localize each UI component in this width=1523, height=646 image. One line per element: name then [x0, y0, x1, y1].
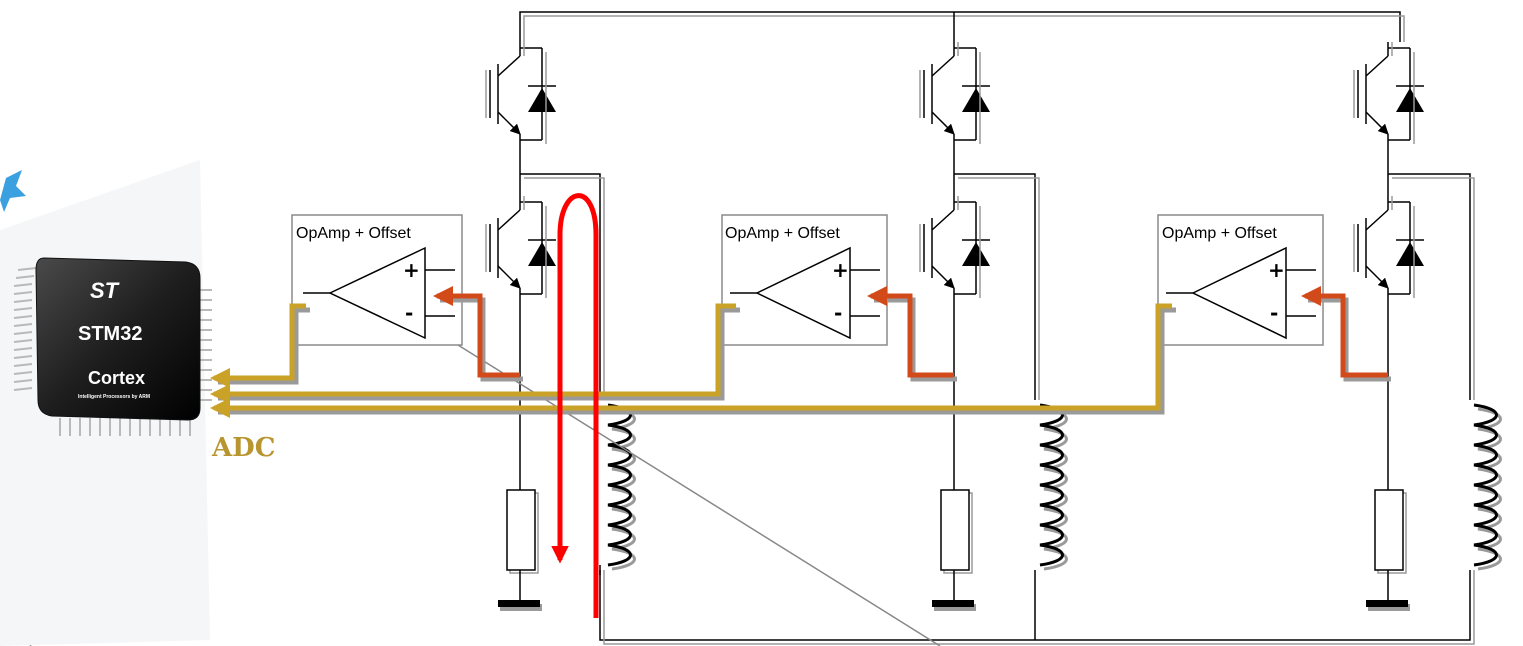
igbt-high-side-2	[920, 42, 990, 146]
mcu-core: Cortex	[88, 368, 145, 388]
phase-leg-3	[1354, 42, 1502, 611]
mcu-tagline: Intelligent Processors by ARM	[78, 394, 150, 400]
ground-icon	[498, 600, 542, 611]
logo-fragment-icon	[0, 170, 26, 212]
opamp-block-3: OpAmp + Offset + -	[1157, 214, 1324, 346]
plus-sign: +	[1268, 258, 1285, 282]
motor-winding-1	[606, 403, 636, 571]
adc-signal-lines	[210, 303, 1176, 418]
st-logo-icon: ST	[90, 278, 120, 303]
shunt-resistor-1	[506, 489, 539, 574]
opamp-label: OpAmp + Offset	[725, 225, 840, 242]
igbt-high-side-1	[486, 42, 556, 146]
ground-icon	[1366, 600, 1410, 611]
opamp-label: OpAmp + Offset	[1162, 225, 1277, 242]
opamp-block-1: OpAmp + Offset + -	[291, 214, 463, 346]
sense-arrows	[433, 286, 1391, 382]
opamp-label: OpAmp + Offset	[296, 225, 411, 242]
ground-icon	[932, 600, 976, 611]
phase-leg-2	[920, 42, 1068, 611]
adc-label: ADC	[211, 433, 275, 463]
shunt-resistor-2	[940, 489, 973, 574]
minus-sign: -	[405, 301, 413, 325]
motor-winding-3	[1472, 403, 1502, 571]
current-path-arrow	[551, 193, 599, 618]
plus-sign: +	[832, 258, 849, 282]
igbt-low-side-1	[486, 196, 556, 300]
plus-sign: +	[403, 258, 420, 282]
igbt-low-side-2	[920, 196, 990, 300]
motor-winding-2	[1038, 403, 1068, 571]
shunt-resistor-3	[1374, 489, 1407, 574]
opamp-block-2: OpAmp + Offset + -	[721, 214, 888, 346]
mcu-name: STM32	[78, 323, 142, 345]
minus-sign: -	[834, 301, 842, 325]
minus-sign: -	[1270, 301, 1278, 325]
return-bus-bottom	[599, 570, 1475, 645]
igbt-low-side-3	[1354, 196, 1424, 300]
igbt-high-side-3	[1354, 42, 1424, 146]
dc-bus-top	[519, 11, 1405, 42]
stm32-chip: ST STM32 Cortex Intelligent Processors b…	[0, 160, 212, 646]
